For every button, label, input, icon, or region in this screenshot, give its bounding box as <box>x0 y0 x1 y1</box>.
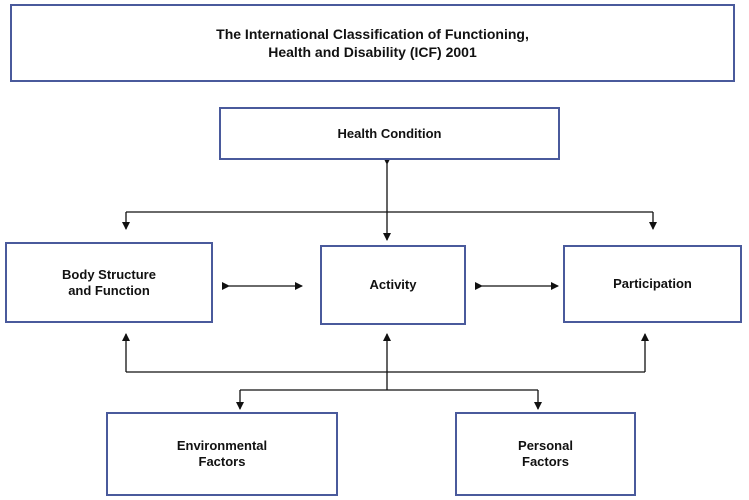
body-structure-label: Body Structure and Function <box>62 266 156 298</box>
health-condition-label: Health Condition <box>337 125 442 141</box>
title-box: The International Classification of Func… <box>10 4 735 82</box>
participation-box: Participation <box>563 245 742 323</box>
personal-factors-box: Personal Factors <box>455 412 636 496</box>
activity-box: Activity <box>320 245 466 325</box>
body-structure-box: Body Structure and Function <box>5 242 213 323</box>
participation-label: Participation <box>613 276 692 291</box>
environmental-factors-label: Environmental Factors <box>176 438 268 469</box>
personal-factors-label: Personal Factors <box>518 438 573 469</box>
environmental-factors-box: Environmental Factors <box>106 412 338 496</box>
health-condition-box: Health Condition <box>219 107 560 160</box>
activity-label: Activity <box>369 277 417 292</box>
diagram-title: The International Classification of Func… <box>216 26 529 60</box>
